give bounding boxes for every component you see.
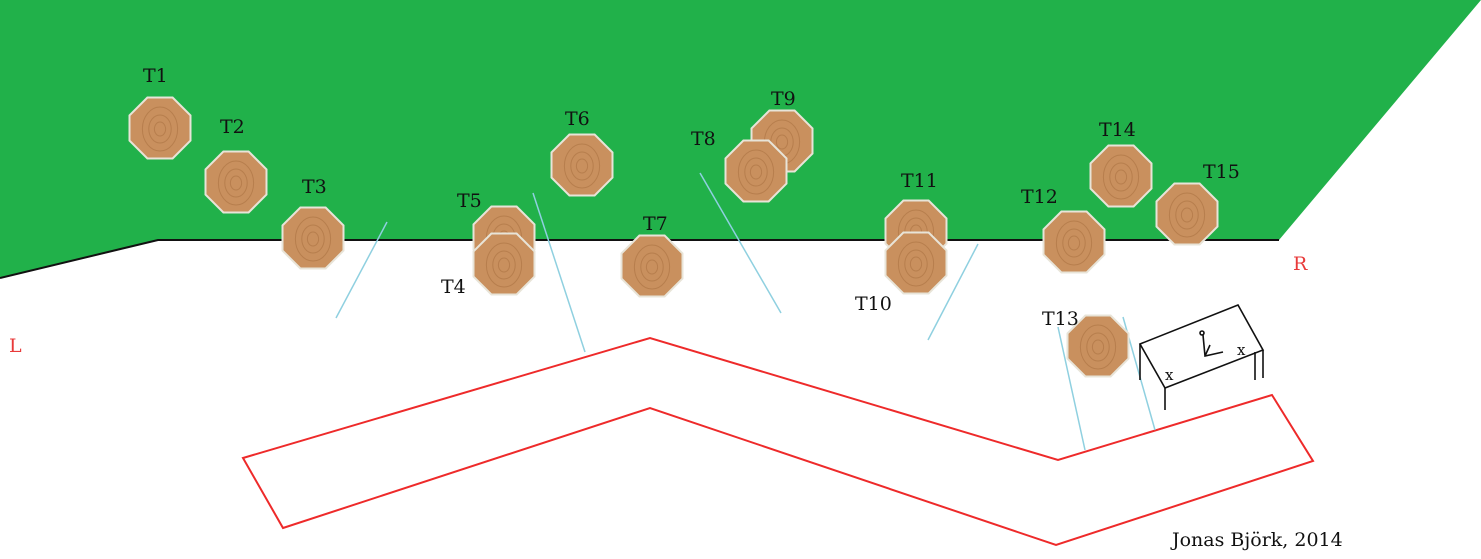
stump-ring-T14-2 (1109, 162, 1133, 192)
author-credit: Jonas Björk, 2014 (1170, 529, 1343, 551)
stump-ring-T13-3 (1091, 339, 1105, 355)
stump-ring-T8-2 (744, 157, 768, 187)
stump-ring-T4-2 (492, 250, 516, 280)
tree-label-T6: T6 (565, 108, 590, 130)
stump-body-T7 (620, 234, 684, 298)
right-side-marker: R (1293, 253, 1308, 275)
tree-label-T14: T14 (1099, 119, 1136, 141)
sight-line (532, 192, 586, 353)
stump-ring-T4-3 (497, 257, 511, 273)
stump-ring-T15-1 (1168, 192, 1206, 238)
tree-label-T10: T10 (855, 293, 892, 315)
tree-label-T11: T11 (901, 170, 938, 192)
stump-ring-T8-3 (749, 164, 763, 180)
tree-stump-T4 (472, 232, 536, 296)
stump-body-T8 (724, 139, 788, 203)
stump-ring-T10-3 (909, 256, 923, 272)
stump-ring-T13-1 (1079, 324, 1117, 370)
stump-ring-T15-2 (1175, 200, 1199, 230)
walking-path (241, 336, 1315, 547)
seated-person-icon (1202, 334, 1224, 357)
stump-body-T3 (281, 206, 345, 270)
stump-body-T4 (472, 232, 536, 296)
bench-mark-left: x (1165, 366, 1174, 384)
stump-ring-T7-3 (645, 259, 659, 275)
stump-ring-T2-1 (217, 160, 255, 206)
stump-ring-T4-1 (485, 242, 523, 288)
stump-ring-T9-3 (775, 134, 789, 150)
stump-ring-T3-3 (306, 231, 320, 247)
bench: x x (1138, 303, 1265, 410)
stump-body-T2 (204, 150, 268, 214)
tree-label-T4: T4 (441, 276, 466, 298)
forest-area (0, 0, 1481, 278)
stump-ring-T1-3 (153, 121, 167, 137)
stump-body-T1 (128, 96, 192, 160)
stump-ring-T13-2 (1086, 332, 1110, 362)
tree-label-T13: T13 (1042, 308, 1079, 330)
stump-body-T10 (884, 231, 948, 295)
stump-ring-T1-2 (148, 114, 172, 144)
stump-ring-T6-1 (563, 143, 601, 189)
stump-body-T6 (550, 133, 614, 197)
stump-body-T12 (1042, 210, 1106, 274)
stump-ring-T15-3 (1180, 207, 1194, 223)
stump-ring-T12-3 (1067, 235, 1081, 251)
bench-mark-right: x (1237, 341, 1246, 359)
sight-line (927, 243, 979, 341)
stump-ring-T7-2 (640, 252, 664, 282)
stump-body-T14 (1089, 144, 1153, 208)
stump-ring-T1-1 (141, 106, 179, 152)
tree-label-T1: T1 (143, 65, 168, 87)
stump-ring-T2-3 (229, 175, 243, 191)
tree-stump-T6 (550, 133, 614, 197)
tree-label-T9: T9 (771, 88, 796, 110)
stump-ring-T3-1 (294, 216, 332, 262)
tree-stump-T12 (1042, 210, 1106, 274)
tree-label-T5: T5 (457, 190, 482, 212)
stump-body-T13 (1066, 314, 1130, 378)
sight-line (699, 172, 782, 314)
tree-label-T3: T3 (302, 176, 327, 198)
stump-ring-T14-1 (1102, 154, 1140, 200)
tree-stump-T15 (1155, 182, 1219, 246)
tree-stump-T2 (204, 150, 268, 214)
stump-ring-T14-3 (1114, 169, 1128, 185)
stump-ring-T6-2 (570, 151, 594, 181)
stump-ring-T3-2 (301, 224, 325, 254)
seated-person-head-icon (1199, 330, 1205, 336)
stump-ring-T10-1 (897, 241, 935, 287)
stump-ring-T8-1 (737, 149, 775, 195)
tree-label-T15: T15 (1203, 161, 1240, 183)
tree-stump-T10 (884, 231, 948, 295)
stump-ring-T7-1 (633, 244, 671, 290)
tree-stump-T8 (724, 139, 788, 203)
tree-label-T7: T7 (643, 213, 668, 235)
stump-ring-T10-2 (904, 249, 928, 279)
tree-stump-T7 (620, 234, 684, 298)
tree-labels: T1 T2 T3 T4 T5 T6 T7 T8 T9 T10 T11 T12 T… (143, 65, 1240, 330)
tree-label-T12: T12 (1021, 186, 1058, 208)
stump-ring-T12-2 (1062, 228, 1086, 258)
tree-stump-T13 (1066, 314, 1130, 378)
tree-stumps (128, 96, 1219, 378)
sight-line (335, 221, 388, 319)
sight-line (1057, 326, 1086, 451)
stump-ring-T2-2 (224, 168, 248, 198)
tree-label-T8: T8 (691, 128, 716, 150)
left-side-marker: L (9, 335, 22, 357)
tree-stump-T3 (281, 206, 345, 270)
stump-body-T15 (1155, 182, 1219, 246)
stump-ring-T6-3 (575, 158, 589, 174)
tree-stump-T14 (1089, 144, 1153, 208)
tree-label-T2: T2 (220, 116, 245, 138)
tree-stump-T1 (128, 96, 192, 160)
stump-ring-T12-1 (1055, 220, 1093, 266)
